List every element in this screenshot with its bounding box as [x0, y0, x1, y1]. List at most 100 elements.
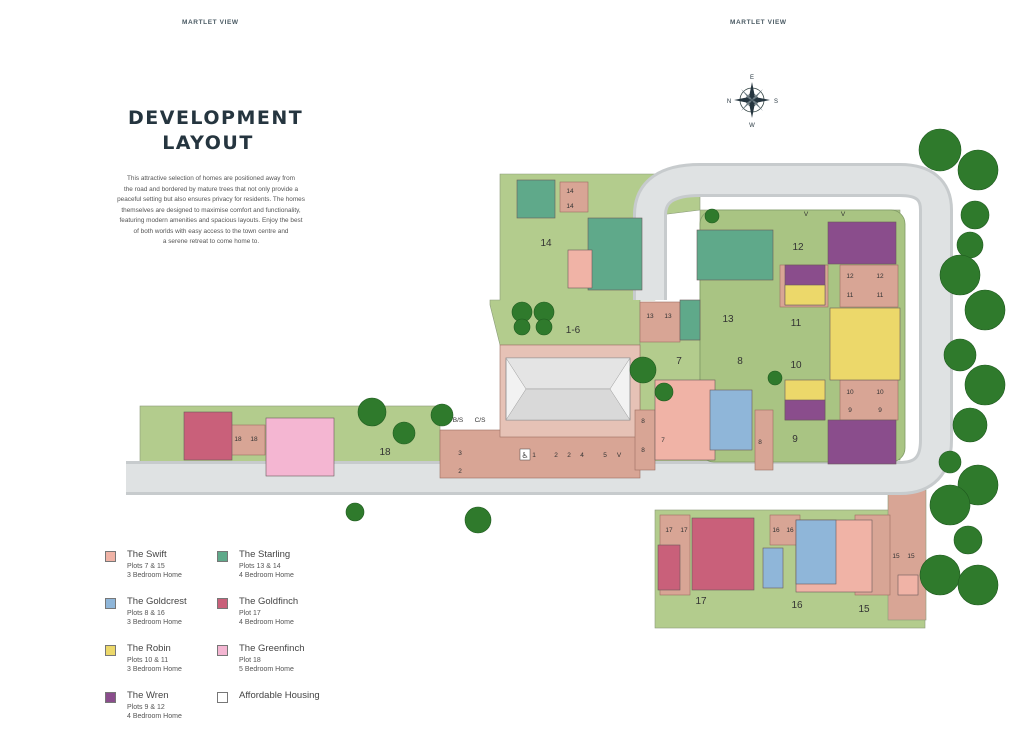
house-plot-11-10 [829, 307, 901, 381]
house-plot-18 [265, 417, 335, 477]
plot-label-16: 16 [791, 600, 803, 611]
parking-label: 14 [566, 188, 574, 195]
svg-text:♿: ♿ [521, 451, 528, 460]
parking-label: 11 [847, 292, 854, 299]
plot-label-1-6: 1-6 [566, 325, 581, 336]
legend-plots: Plot 17 [239, 610, 261, 617]
apartment-block-1-6 [505, 357, 631, 421]
legend: The Swift Plots 7 & 15 3 Bedroom Home Th… [105, 548, 365, 728]
parking-label: 18 [250, 436, 258, 443]
parking-label: 2 [554, 452, 558, 459]
visitor-parking-label: V [617, 452, 622, 459]
parking-label: 2 [567, 452, 571, 459]
header-left-label: MARTLET VIEW [182, 19, 239, 26]
legend-beds: 3 Bedroom Home [127, 619, 182, 626]
compass-e: E [750, 75, 754, 81]
legend-swatch [105, 692, 116, 703]
parking-label: 5 [603, 452, 607, 459]
parking-label: 16 [786, 527, 794, 534]
parking-label: 7 [661, 437, 665, 444]
houses [183, 179, 919, 596]
legend-swatch [217, 692, 228, 703]
description-line: featuring modern amenities and spacious … [119, 217, 303, 224]
description-line: This attractive selection of homes are p… [126, 175, 295, 182]
parking-label: 8 [641, 447, 645, 454]
house-plot-17 [691, 517, 755, 591]
parking-label: 16 [772, 527, 780, 534]
plot-label-7: 7 [676, 356, 682, 367]
description-line: the road and bordered by mature trees th… [123, 185, 299, 193]
paving-area-southeast [887, 489, 927, 621]
parking-label: 17 [680, 527, 688, 534]
legend-plots: Plot 18 [239, 657, 261, 664]
parking-label: 8 [758, 439, 762, 446]
compass-icon: E N S W [727, 75, 778, 129]
legend-beds: 3 Bedroom Home [127, 666, 182, 673]
house-plot-13 [696, 229, 774, 281]
house-plot-14-garage [516, 179, 556, 219]
parking-label: 12 [876, 273, 884, 280]
compass-n: N [727, 99, 731, 105]
plot-label-17: 17 [695, 596, 707, 607]
description-line: peaceful setting but also ensures privac… [117, 196, 305, 203]
legend-swatch [105, 598, 116, 609]
parking-label: 12 [846, 273, 854, 280]
legend-beds: 4 Bedroom Home [239, 619, 294, 626]
parking-label: 11 [877, 292, 884, 299]
title-line-1: DEVELOPMENT [128, 107, 304, 129]
parking-label: 13 [646, 313, 654, 320]
legend-name: The Starling [239, 549, 291, 560]
description-line: of both worlds with easy access to the t… [133, 227, 289, 235]
parking-label: 8 [641, 418, 645, 425]
legend-swatch [217, 598, 228, 609]
access-road [126, 163, 953, 495]
bin-store-label: B/S [453, 417, 464, 424]
house-plot-14 [587, 217, 643, 291]
legend-plots: Plots 9 & 12 [127, 704, 165, 711]
legend-plots: Plots 13 & 14 [239, 563, 281, 570]
header-right-label: MARTLET VIEW [730, 19, 787, 26]
plot-label-8: 8 [737, 356, 743, 367]
parking-label: 9 [848, 407, 852, 414]
legend-swatch [217, 551, 228, 562]
trees [345, 128, 1006, 606]
legend-plots: Plots 8 & 16 [127, 610, 165, 617]
parking-label: 2 [458, 468, 462, 475]
visitor-parking-label: V [841, 211, 846, 218]
parking-label: 3 [458, 450, 462, 457]
title-line-2: LAYOUT [162, 132, 254, 154]
legend-plots: Plots 7 & 15 [127, 563, 165, 570]
compass-s: S [774, 99, 778, 105]
plot-label-18: 18 [379, 447, 391, 458]
plot-label-9: 9 [792, 434, 798, 445]
parking-label: 18 [234, 436, 242, 443]
parking-label: 9 [878, 407, 882, 414]
legend-swatch [217, 645, 228, 656]
parking-label: 10 [876, 389, 884, 396]
parking-label: 4 [580, 452, 584, 459]
plot-label-10: 10 [790, 360, 802, 371]
legend-name: Affordable Housing [239, 690, 320, 701]
legend-beds: 4 Bedroom Home [239, 572, 294, 579]
legend-name: The Greenfinch [239, 643, 305, 654]
legend-name: The Robin [127, 643, 171, 654]
parking-label: 13 [664, 313, 672, 320]
description-line: a serene retreat to come home to. [162, 238, 260, 245]
legend-plots: Plots 10 & 11 [127, 657, 169, 664]
description-line: themselves are designed to maximise comf… [121, 206, 301, 214]
parking-label: 1 [532, 452, 536, 459]
legend-name: The Swift [127, 549, 167, 560]
description-text: This attractive selection of homes are p… [100, 174, 322, 248]
parking-label: 15 [892, 553, 900, 560]
house-plot-9 [827, 419, 897, 465]
plot-label-13: 13 [722, 314, 734, 325]
legend-name: The Goldcrest [127, 596, 187, 607]
house-plot-12 [827, 221, 897, 265]
parking-label: 15 [907, 553, 915, 560]
legend-swatch [105, 551, 116, 562]
legend-beds: 4 Bedroom Home [127, 713, 182, 720]
plot-label-14: 14 [540, 238, 552, 249]
plot-label-12: 12 [792, 242, 804, 253]
parking-label: 17 [665, 527, 673, 534]
legend-swatch [105, 645, 116, 656]
